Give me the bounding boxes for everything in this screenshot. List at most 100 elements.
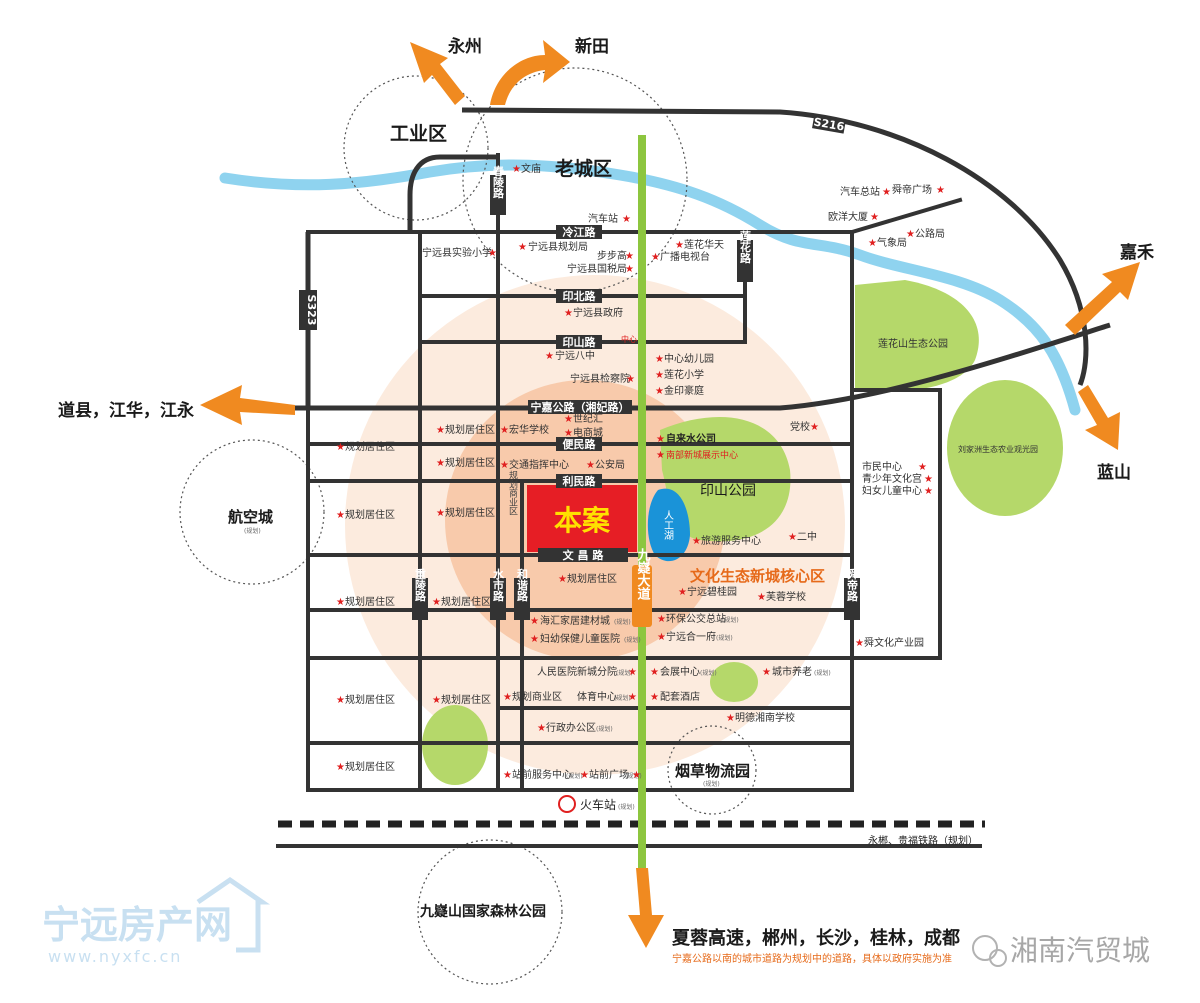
poi-haihui: 海汇家居建材城: [540, 614, 610, 627]
poi-maternal: 妇幼保健儿童医院: [540, 632, 620, 645]
arrow-lanshan: [1078, 385, 1120, 450]
lianhua-park-area: [855, 280, 979, 392]
poi-wenmiao: 文庙: [521, 162, 541, 175]
project-label: 本案: [554, 504, 611, 537]
zone-forest: 九嶷山国家森林公园: [419, 903, 546, 920]
poi-residence-11: 规划居住区: [345, 760, 395, 773]
poi-kindergarten: 中心幼儿园: [664, 352, 714, 365]
poi-central-bus: 汽车总站: [840, 185, 880, 198]
zone-tobacco-note: (规划): [703, 780, 720, 788]
road-labels: S216 S323 冷江路 印北路 印山路 宁嘉公路（湘妃路） 便民路 利民路 …: [299, 115, 860, 627]
svg-text:★: ★: [936, 185, 945, 196]
wechat-icon: [972, 935, 998, 961]
park-south-center: [710, 662, 758, 702]
svg-text:★: ★: [788, 532, 797, 543]
poi-party-school: 党校: [790, 420, 810, 433]
label-chongling: 重陵路: [414, 567, 427, 602]
poi-shijihui: 世纪汇: [573, 412, 603, 425]
label-s323: S323: [305, 295, 318, 326]
poi-lianhua-huatian: 莲花华天: [684, 238, 724, 251]
poi-admin: 行政办公区: [546, 721, 596, 734]
poi-shundi-industry: 舜文化产业园: [864, 636, 924, 649]
poi-heyi: 宁远合一府: [666, 630, 716, 643]
svg-text:★: ★: [757, 592, 766, 603]
arrow-xintian: [490, 40, 570, 105]
poi-station-service-note: (规划): [566, 772, 583, 780]
svg-text:★: ★: [924, 474, 933, 485]
poi-residence-10: 规划居住区: [441, 693, 491, 706]
railway-label: 永郴、贵福铁路（规划）: [868, 834, 978, 847]
svg-text:★: ★: [655, 354, 664, 365]
svg-text:★: ★: [500, 460, 509, 471]
svg-text:★: ★: [432, 597, 441, 608]
poi-residence-6: 规划居住区: [567, 572, 617, 585]
zone-lianhua-park: 莲花山生态公园: [878, 337, 948, 350]
train-station-note: (规划): [618, 803, 635, 811]
zone-core: 文化生态新城核心区: [690, 567, 825, 585]
poi-experimental: 宁远县实验小学: [422, 246, 492, 259]
svg-text:★: ★: [537, 723, 546, 734]
liujiazhou-park-area: [947, 380, 1063, 516]
arrow-daoxian: [200, 385, 295, 425]
svg-text:★: ★: [558, 574, 567, 585]
artificial-lake: [647, 488, 690, 562]
poi-showroom: 南部新城展示中心: [666, 449, 738, 461]
watermark-left: 宁远房产网 www.nyxfc.cn: [42, 876, 271, 966]
svg-text:★: ★: [625, 251, 634, 262]
svg-text:★: ★: [336, 442, 345, 453]
dir-lanshan: 蓝山: [1097, 463, 1131, 483]
svg-text:★: ★: [530, 616, 539, 627]
poi-admin-note: (规划): [596, 725, 613, 733]
dir-south: 夏蓉高速，郴州，长沙，桂林，成都: [672, 927, 960, 949]
svg-text:★: ★: [564, 308, 573, 319]
dir-yongzhou: 永州: [447, 36, 482, 57]
label-lianhua: 莲花路: [739, 229, 752, 264]
label-chunling: 春陵路: [492, 164, 505, 199]
zone-aviation: 航空城: [228, 508, 273, 526]
poi-ouyang: 欧洋大厦: [828, 210, 868, 223]
svg-text:★: ★: [675, 240, 684, 251]
poi-traffic: 交通指挥中心: [509, 458, 569, 471]
dir-xintian: 新田: [575, 36, 609, 57]
poi-biguiyuan: 宁远碧桂园: [687, 585, 737, 598]
poi-stadium: 体育中心: [577, 690, 617, 703]
poi-broadcast: 广播电视台: [660, 250, 710, 263]
zone-yinshan-park: 印山公园: [700, 483, 756, 499]
label-yinshan: 印山路: [563, 335, 597, 349]
poi-center-mark: 中心: [621, 334, 637, 344]
poi-youth: 青少年文化宫: [862, 472, 922, 485]
svg-text:★: ★: [656, 450, 665, 461]
svg-text:★: ★: [655, 386, 664, 397]
poi-planning-bureau: 宁远县规划局: [528, 240, 588, 253]
poi-stadium-note: (规划): [614, 694, 631, 702]
poi-women: 妇女儿童中心: [862, 484, 922, 497]
poi-residence-3: 规划居住区: [445, 456, 495, 469]
watermark-left-title: 宁远房产网: [42, 903, 232, 947]
svg-text:★: ★: [656, 434, 665, 445]
svg-text:★: ★: [432, 695, 441, 706]
zone-tobacco: 烟草物流园: [675, 762, 750, 780]
poi-bus-station: 汽车站: [588, 212, 618, 225]
poi-no2: 二中: [797, 530, 817, 543]
poi-residence-1: 规划居住区: [345, 440, 395, 453]
svg-text:★: ★: [622, 214, 631, 225]
svg-text:★: ★: [692, 536, 701, 547]
svg-text:★: ★: [518, 242, 527, 253]
poi-hospital-branch: 人民医院新城分院: [537, 665, 617, 678]
poi-mingde: 明德湘南学校: [735, 711, 795, 724]
poi-station-service: 站前服务中心: [512, 768, 572, 781]
poi-procuratorate: 宁远县检察院: [570, 372, 630, 385]
poi-haihui-note: (规划): [614, 618, 631, 626]
poi-maternal-note: (规划): [624, 636, 641, 644]
svg-text:★: ★: [678, 587, 687, 598]
svg-text:★: ★: [336, 510, 345, 521]
train-station-icon: [558, 795, 576, 813]
poi-police: 公安局: [595, 458, 625, 471]
poi-civic: 市民中心: [862, 460, 902, 473]
road-s216: [461, 107, 1089, 386]
watermark-right-title: 湘南汽贸城: [1010, 934, 1150, 967]
poi-commercial-zone: 规划商业区: [512, 690, 562, 703]
label-jiuyi: 九嶷大道: [635, 548, 652, 601]
svg-text:★: ★: [762, 667, 771, 678]
